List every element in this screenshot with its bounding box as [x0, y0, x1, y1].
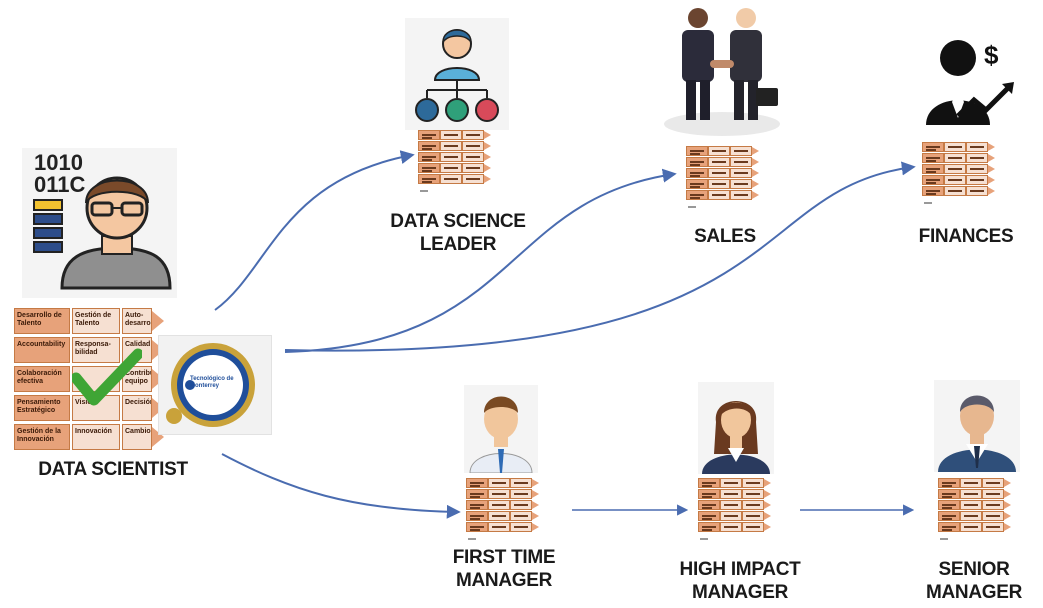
mini-card-row — [698, 500, 772, 510]
competency-card-finances — [922, 142, 998, 206]
svg-text:1010: 1010 — [34, 150, 83, 175]
competency-cell: Colaboración efectiva — [14, 366, 70, 392]
competency-card-sales — [686, 146, 762, 210]
finance-growth-icon: $ — [926, 40, 1014, 125]
competency-card-senior-manager — [938, 478, 1014, 542]
mini-card-row — [418, 152, 492, 162]
tec-monterrey-badge-icon — [166, 343, 255, 427]
mini-card-row — [686, 179, 760, 189]
mini-card-row — [698, 511, 772, 521]
competency-cell: Accountability — [14, 337, 70, 363]
competency-cell: Responsa-bilidad — [72, 337, 120, 363]
senior-manager-icon — [934, 380, 1020, 472]
competency-cell: Innovación — [72, 424, 120, 450]
mini-card-row — [686, 168, 760, 178]
mini-card-row — [466, 522, 540, 532]
mini-card-row — [922, 175, 996, 185]
competency-card-first-time-manager — [466, 478, 542, 542]
role-data-science-leader: DATA SCIENCE LEADER — [390, 211, 526, 255]
mini-card-row — [418, 141, 492, 151]
competency-cell: Cambio — [122, 424, 152, 450]
check-icon — [72, 348, 142, 406]
mini-card-row — [466, 489, 540, 499]
role-high-impact-manager: HIGH IMPACT MANAGER — [679, 559, 801, 603]
svg-text:$: $ — [984, 40, 999, 70]
competency-card-high-impact-manager — [698, 478, 774, 542]
mini-card-row — [922, 186, 996, 196]
mini-card-row — [922, 153, 996, 163]
mini-card-row — [466, 500, 540, 510]
mini-card-row — [938, 500, 1012, 510]
mini-card-row — [418, 130, 492, 140]
competency-cell: Desarrollo de Talento — [14, 308, 70, 334]
female-manager-icon — [698, 382, 774, 474]
mini-card-row — [686, 146, 760, 156]
mini-card-row — [698, 489, 772, 499]
svg-text:011C: 011C — [34, 172, 85, 197]
mini-card-row — [938, 478, 1012, 488]
mini-card-row — [418, 163, 492, 173]
male-manager-icon — [464, 385, 538, 473]
arrow-to-first-time-manager — [221, 453, 461, 519]
data-scientist-person-icon: 1010 011C — [22, 148, 177, 298]
competency-cell: Auto-desarrollo — [122, 308, 152, 334]
mini-card-row — [938, 522, 1012, 532]
mini-card-row — [686, 157, 760, 167]
badge-text: Tecnológico de Monterrey — [190, 376, 234, 389]
arrow-to-sales — [284, 168, 677, 353]
mini-card-row — [698, 522, 772, 532]
mini-card-row — [938, 489, 1012, 499]
mini-card-row — [686, 190, 760, 200]
role-data-scientist: DATA SCIENTIST — [38, 459, 188, 480]
mini-card-row — [698, 478, 772, 488]
mini-card-row — [922, 164, 996, 174]
role-senior-manager: SENIOR MANAGER — [925, 559, 1023, 603]
role-finances: FINANCES — [918, 226, 1014, 247]
competency-cell: Gestión de Talento — [72, 308, 120, 334]
mini-card-row — [938, 511, 1012, 521]
mini-card-row — [466, 511, 540, 521]
competency-cell: Pensamiento Estratégico — [14, 395, 70, 421]
handshake-icon — [664, 8, 780, 136]
mini-card-row — [922, 142, 996, 152]
competency-cell: Gestión de la Innovación — [14, 424, 70, 450]
competency-cell: Decisión — [122, 395, 152, 421]
mini-card-row — [466, 478, 540, 488]
mini-card-row — [418, 174, 492, 184]
arrow-to-finances — [284, 161, 916, 352]
arrow-to-data-science-leader — [214, 150, 415, 311]
competency-card-data-science-leader — [418, 130, 494, 194]
team-hierarchy-icon — [405, 18, 509, 130]
role-sales: SALES — [694, 226, 756, 247]
role-first-time-manager: FIRST TIME MANAGER — [452, 547, 556, 591]
